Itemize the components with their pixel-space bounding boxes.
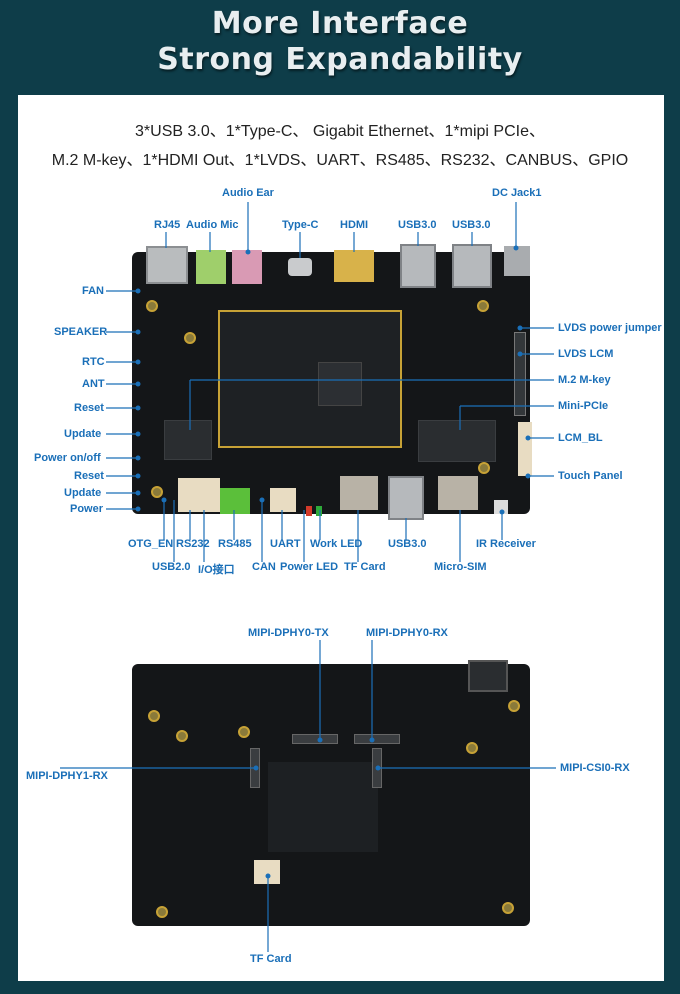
label-update-2: Update bbox=[64, 487, 102, 499]
ir-receiver bbox=[494, 500, 508, 514]
label-mipi-dphy1-rx: MIPI-DPHY1-RX bbox=[26, 770, 108, 782]
label-dc-jack1: DC Jack1 bbox=[492, 187, 542, 199]
label-fan: FAN bbox=[82, 285, 104, 297]
label-mipi-dphy0-tx: MIPI-DPHY0-TX bbox=[248, 627, 329, 639]
label-mini-pcie: Mini-PCIe bbox=[558, 400, 609, 412]
rs485-terminal bbox=[220, 488, 250, 514]
label-usb20: USB2.0 bbox=[152, 561, 191, 573]
audio-ear-jack bbox=[232, 250, 262, 284]
mounting-hole bbox=[148, 710, 160, 722]
label-usb30-b: USB3.0 bbox=[452, 219, 491, 231]
label-mipi-csi0-rx: MIPI-CSI0-RX bbox=[560, 762, 630, 774]
spec-line-2: M.2 M-key、1*HDMI Out、1*LVDS、UART、RS485、R… bbox=[51, 152, 629, 169]
tf-card-slot bbox=[340, 476, 378, 510]
label-power-led: Power LED bbox=[280, 561, 339, 573]
type-c-connector bbox=[288, 258, 312, 276]
mounting-hole bbox=[151, 486, 163, 498]
page-title-line2: Strong Expandability bbox=[157, 42, 523, 77]
audio-mic-jack bbox=[196, 250, 226, 284]
bottom-tf-card-slot bbox=[254, 860, 280, 884]
label-uart: UART bbox=[270, 538, 301, 550]
label-io: I/O接口 bbox=[198, 564, 235, 576]
work-led bbox=[316, 506, 322, 516]
rs232-header bbox=[178, 478, 220, 512]
label-rs232: RS232 bbox=[176, 538, 210, 550]
label-otg-en: OTG_EN bbox=[128, 538, 174, 550]
label-lcm-bl: LCM_BL bbox=[558, 432, 603, 444]
bottom-rj45 bbox=[468, 660, 508, 692]
label-rtc: RTC bbox=[82, 356, 105, 368]
label-update-1: Update bbox=[64, 428, 102, 440]
label-lvds-power-jumper: LVDS power jumper bbox=[558, 322, 662, 334]
lvds-lcm-header bbox=[514, 332, 526, 416]
label-lvds-lcm: LVDS LCM bbox=[558, 348, 614, 360]
label-reset-2: Reset bbox=[74, 470, 104, 482]
dc-jack bbox=[504, 246, 530, 276]
bottom-chip-area bbox=[268, 762, 378, 852]
label-bottom-tf-card: TF Card bbox=[250, 953, 292, 965]
mounting-hole bbox=[238, 726, 250, 738]
mini-pcie-slot bbox=[418, 420, 496, 462]
label-reset-1: Reset bbox=[74, 402, 104, 414]
page-title-line1: More Interface bbox=[211, 6, 469, 41]
label-ir-receiver: IR Receiver bbox=[476, 538, 536, 550]
mounting-hole bbox=[146, 300, 158, 312]
label-mipi-dphy0-rx: MIPI-DPHY0-RX bbox=[366, 627, 448, 639]
label-audio-ear: Audio Ear bbox=[222, 187, 274, 199]
lcm-bl-header bbox=[518, 422, 532, 476]
mounting-hole bbox=[508, 700, 520, 712]
mounting-hole bbox=[184, 332, 196, 344]
label-speaker: SPEAKER bbox=[54, 326, 108, 338]
label-tf-card: TF Card bbox=[344, 561, 386, 573]
label-type-c: Type-C bbox=[282, 219, 319, 231]
uart-header bbox=[270, 488, 296, 512]
mipi-dphy0-rx-connector bbox=[354, 734, 400, 744]
rj45-connector bbox=[146, 246, 188, 284]
mounting-hole bbox=[466, 742, 478, 754]
mounting-hole bbox=[478, 462, 490, 474]
mounting-hole bbox=[156, 906, 168, 918]
label-work-led: Work LED bbox=[310, 538, 363, 550]
mipi-dphy0-tx-connector bbox=[292, 734, 338, 744]
label-can: CAN bbox=[252, 561, 276, 573]
label-usb30-a: USB3.0 bbox=[398, 219, 437, 231]
label-touch-panel: Touch Panel bbox=[558, 470, 623, 482]
label-m2-mkey: M.2 M-key bbox=[558, 374, 611, 386]
core-module bbox=[218, 310, 402, 448]
m2-slot bbox=[164, 420, 212, 460]
usb30-connector-b bbox=[452, 244, 492, 288]
label-ant: ANT bbox=[82, 378, 105, 390]
label-usb30-c: USB3.0 bbox=[388, 538, 427, 550]
mounting-hole bbox=[502, 902, 514, 914]
label-audio-mic: Audio Mic bbox=[186, 219, 239, 231]
mounting-hole bbox=[176, 730, 188, 742]
label-power: Power bbox=[70, 503, 104, 515]
mounting-hole bbox=[477, 300, 489, 312]
label-rs485: RS485 bbox=[218, 538, 252, 550]
hdmi-connector bbox=[334, 250, 374, 282]
power-led bbox=[306, 506, 312, 516]
soc-chip bbox=[318, 362, 362, 406]
label-hdmi: HDMI bbox=[340, 219, 369, 231]
micro-sim-slot bbox=[438, 476, 478, 510]
label-rj45: RJ45 bbox=[154, 219, 181, 231]
label-micro-sim: Micro-SIM bbox=[434, 561, 487, 573]
spec-line-1: 3*USB 3.0、1*Type-C、 Gigabit Ethernet、1*m… bbox=[135, 123, 545, 140]
usb30-connector-a bbox=[400, 244, 436, 288]
label-power-onoff: Power on/off bbox=[34, 452, 101, 464]
